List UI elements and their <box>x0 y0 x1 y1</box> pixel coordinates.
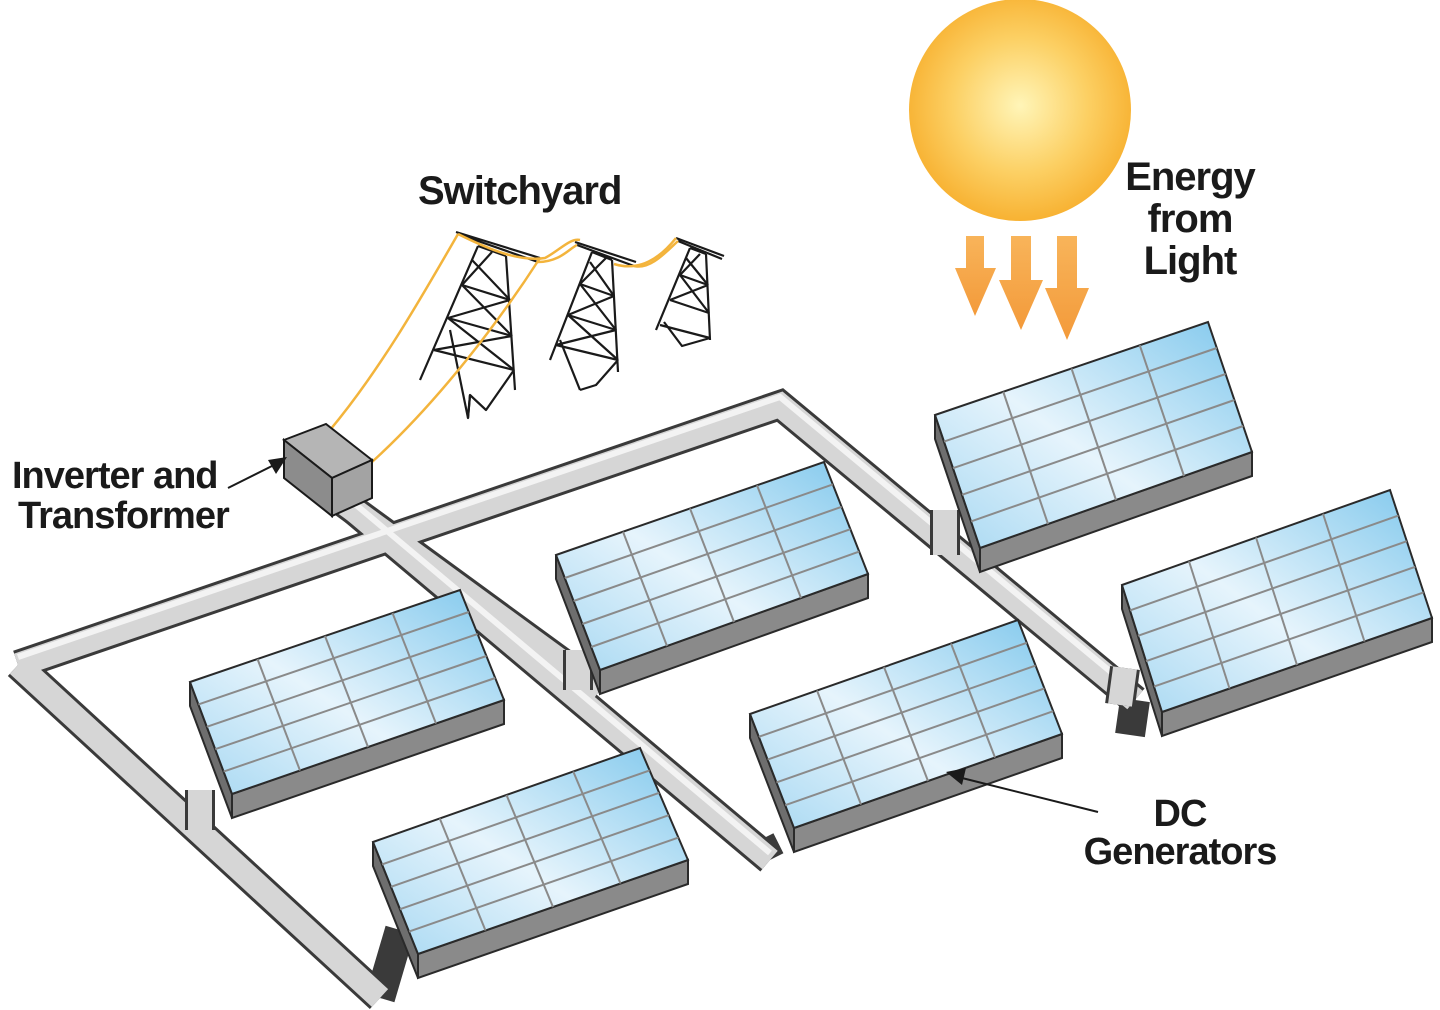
light-arrow-icon <box>999 236 1043 330</box>
pipe-framework <box>7 388 1150 1010</box>
transmission-tower-icon <box>418 230 541 420</box>
inverter-label-line2: Transformer <box>18 495 230 537</box>
solar-panel-icon <box>748 618 1064 854</box>
solar-panel-icon <box>1120 488 1434 738</box>
sun-icon <box>909 0 1131 221</box>
light-arrow-icon <box>955 236 996 316</box>
inverter-pointer-arrow <box>227 457 287 489</box>
switchyard-label: Switchyard <box>418 169 621 213</box>
dc-label-line2: Generators <box>1084 831 1277 873</box>
energy-label-line1: Energy <box>1125 155 1256 199</box>
light-arrows <box>955 236 1089 340</box>
solar-panels <box>188 320 1434 980</box>
power-lines <box>329 232 679 463</box>
solar-panel-icon <box>188 588 506 820</box>
dc-label-line1: DC <box>1154 793 1207 835</box>
solar-panel-icon <box>933 320 1254 574</box>
inverter-box-icon <box>281 422 374 519</box>
inverter-label-line1: Inverter and <box>12 455 218 497</box>
transmission-tower-icon <box>654 236 725 348</box>
light-arrow-icon <box>1045 236 1089 340</box>
solar-panel-icon <box>554 460 870 696</box>
transmission-tower-icon <box>548 240 637 392</box>
energy-label-line2: from <box>1148 197 1233 241</box>
solar-panel-icon <box>371 746 690 980</box>
energy-label-line3: Light <box>1144 239 1237 283</box>
dc-pointer-arrow <box>946 768 1099 813</box>
